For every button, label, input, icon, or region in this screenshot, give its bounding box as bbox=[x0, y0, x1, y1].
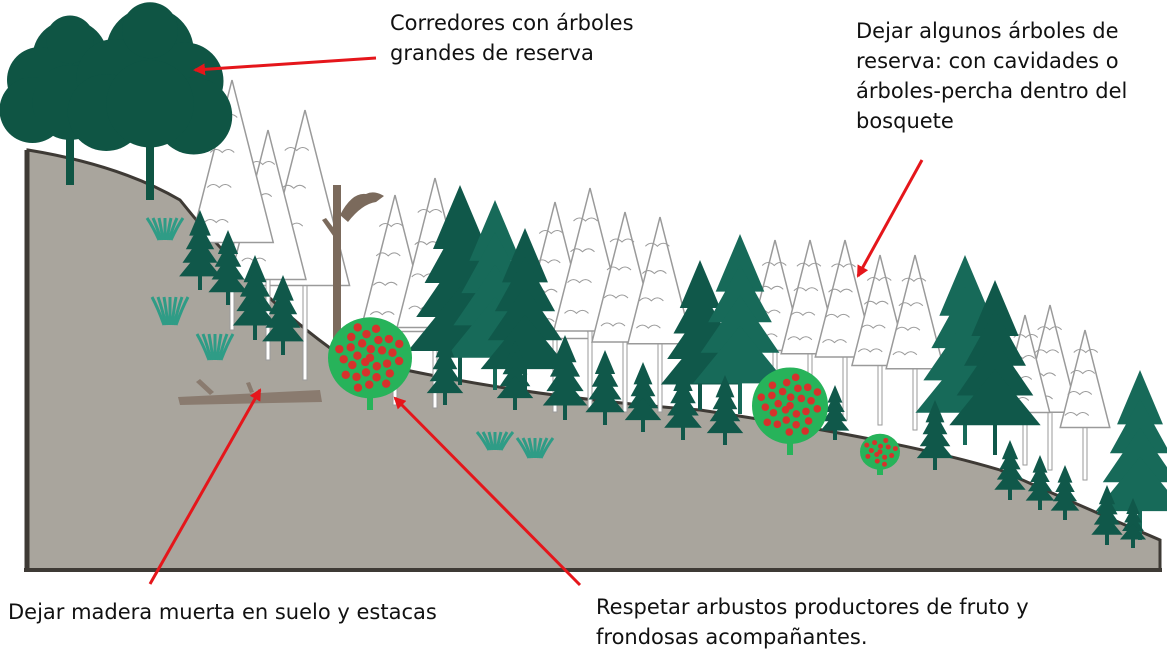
tree-icon bbox=[706, 375, 744, 445]
grass-tuft-icon bbox=[145, 217, 185, 241]
tree-icon bbox=[426, 335, 464, 405]
tree-icon bbox=[1091, 485, 1123, 545]
tree-icon bbox=[480, 228, 570, 398]
tree-icon bbox=[624, 362, 662, 432]
fruit-shrub-icon bbox=[328, 317, 412, 410]
arrow-shrubs bbox=[393, 396, 582, 587]
label-corridors: Corredores con árboles grandes de reserv… bbox=[390, 8, 634, 68]
tree-icon bbox=[232, 255, 278, 340]
label-reserve-line3: árboles-percha dentro del bbox=[856, 79, 1128, 103]
label-corridors-line1: Corredores con árboles bbox=[390, 11, 634, 35]
tree-icon bbox=[496, 340, 534, 410]
tree-icon bbox=[1025, 455, 1055, 510]
label-shrubs-line1: Respetar arbustos productores de fruto y bbox=[596, 595, 1029, 619]
tree-icon bbox=[179, 210, 221, 290]
tree-icon bbox=[949, 280, 1041, 455]
tree-icon bbox=[814, 239, 876, 421]
tree-icon bbox=[1095, 370, 1167, 540]
tree-icon bbox=[626, 216, 694, 413]
fruit-shrub-icon bbox=[860, 433, 900, 475]
grass-tuft-icon bbox=[150, 296, 190, 326]
grass-tufts-layer bbox=[145, 217, 555, 459]
fruit-shrubs-layer bbox=[328, 317, 900, 475]
label-reserve-trees: Dejar algunos árboles de reserva: con ca… bbox=[856, 16, 1127, 136]
trees-layer bbox=[0, 2, 1167, 548]
tree-icon bbox=[262, 275, 304, 355]
arrow-reserve-trees bbox=[856, 159, 924, 278]
fruit-shrub-icon bbox=[752, 367, 828, 455]
label-reserve-line2: reserva: con cavidades o bbox=[856, 49, 1119, 73]
tree-icon bbox=[542, 335, 588, 420]
tree-icon bbox=[693, 234, 787, 414]
tree-icon bbox=[885, 254, 945, 431]
grass-tuft-icon bbox=[515, 437, 555, 459]
tree-icon bbox=[1050, 465, 1080, 520]
tree-icon bbox=[994, 440, 1026, 500]
label-shrubs-line2: frondosas acompañantes. bbox=[596, 625, 868, 649]
dead-snag-icon bbox=[322, 185, 384, 365]
arrow-dead-wood bbox=[148, 388, 262, 585]
arrow-corridors bbox=[193, 56, 377, 76]
tree-icon bbox=[1059, 329, 1111, 481]
label-shrubs: Respetar arbustos productores de fruto y… bbox=[596, 592, 1029, 652]
grass-tuft-icon bbox=[475, 431, 515, 451]
tree-icon bbox=[1119, 498, 1147, 548]
broadleaf-tree-icon bbox=[67, 2, 233, 200]
tree-icon bbox=[664, 368, 702, 440]
tree-icon bbox=[208, 230, 248, 305]
tree-icon bbox=[585, 350, 625, 425]
label-corridors-line2: grandes de reserva bbox=[390, 41, 594, 65]
tree-icon bbox=[916, 400, 954, 470]
label-reserve-line1: Dejar algunos árboles de bbox=[856, 19, 1119, 43]
grass-tuft-icon bbox=[195, 333, 235, 361]
tree-icon bbox=[820, 385, 850, 440]
label-dead-wood: Dejar madera muerta en suelo y estacas bbox=[8, 600, 437, 624]
label-reserve-line4: bosquete bbox=[856, 109, 954, 133]
